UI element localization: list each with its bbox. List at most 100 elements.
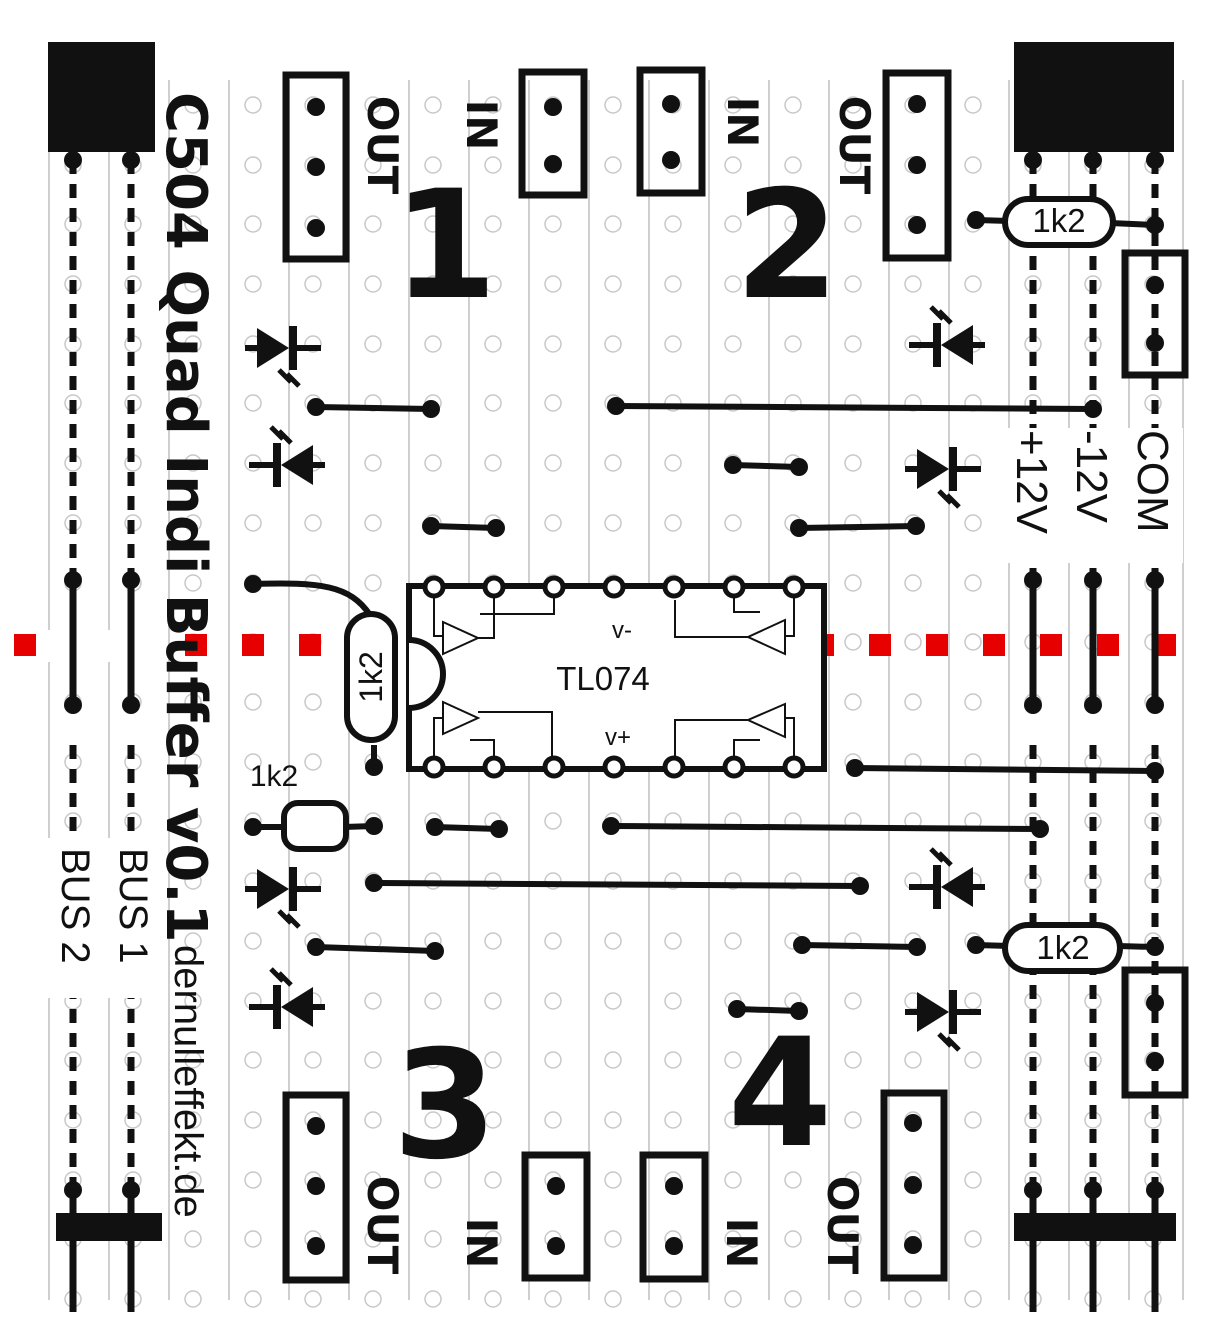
hole — [424, 1290, 442, 1308]
hole — [604, 992, 622, 1010]
hole — [664, 1290, 682, 1308]
hole — [544, 992, 562, 1010]
hole — [424, 335, 442, 353]
hole — [244, 932, 262, 950]
opamp-symbols — [433, 596, 795, 758]
hole — [304, 693, 322, 711]
hole — [364, 1051, 382, 1069]
bus-wires — [69, 160, 135, 1190]
wire-jumpers — [252, 403, 1156, 1014]
hole — [664, 335, 682, 353]
hole — [724, 156, 742, 174]
hole — [364, 96, 382, 114]
hole — [304, 753, 322, 771]
hole — [484, 335, 502, 353]
hole — [364, 275, 382, 293]
hole — [604, 96, 622, 114]
hole — [604, 1171, 622, 1189]
hole — [364, 514, 382, 532]
hole — [484, 932, 502, 950]
hole — [184, 1051, 202, 1069]
resistor-top-right: 1k2 — [975, 196, 1156, 248]
hole — [424, 1111, 442, 1129]
resistor-label: 1k2 — [1032, 202, 1085, 239]
hole — [784, 156, 802, 174]
hole — [364, 574, 382, 592]
hole — [604, 454, 622, 472]
hole — [724, 1111, 742, 1129]
hole — [964, 633, 982, 651]
hole — [664, 992, 682, 1010]
hole — [604, 275, 622, 293]
jack-in-label: IN — [457, 100, 506, 151]
led-icon — [249, 425, 325, 487]
hole — [784, 215, 802, 233]
hole — [724, 1051, 742, 1069]
hole — [304, 335, 322, 353]
hole — [424, 1171, 442, 1189]
jack-connectors — [282, 66, 1189, 1284]
hole — [904, 1051, 922, 1069]
hole — [784, 275, 802, 293]
hole — [544, 215, 562, 233]
jack-out-label: OUT — [358, 96, 407, 195]
channel-number-2: 2 — [735, 159, 839, 333]
hole — [484, 1171, 502, 1189]
jumper-ends — [244, 211, 1164, 1020]
hole — [244, 1111, 262, 1129]
hole — [844, 1171, 862, 1189]
power-wires — [1029, 160, 1159, 1190]
bus-label-2: BUS 2 — [53, 848, 97, 964]
hole — [484, 394, 502, 412]
hole — [724, 275, 742, 293]
hole — [784, 96, 802, 114]
hole — [184, 872, 202, 890]
hole — [724, 215, 742, 233]
hole — [544, 275, 562, 293]
hole — [844, 633, 862, 651]
hole — [844, 215, 862, 233]
led-icon — [249, 967, 325, 1029]
hole — [844, 574, 862, 592]
hole — [844, 514, 862, 532]
channel-number-1: 1 — [393, 159, 497, 333]
hole — [364, 454, 382, 472]
hole — [904, 394, 922, 412]
hole — [364, 335, 382, 353]
channel-number-3: 3 — [393, 1019, 497, 1193]
hole — [484, 156, 502, 174]
hole — [244, 215, 262, 233]
jack-out-label: OUT — [830, 96, 879, 195]
hole — [424, 275, 442, 293]
hole — [364, 1171, 382, 1189]
jack-out-label: OUT — [818, 1176, 867, 1275]
hole — [184, 215, 202, 233]
hole — [484, 1111, 502, 1129]
hole — [244, 514, 262, 532]
hole — [784, 1290, 802, 1308]
hole — [724, 932, 742, 950]
hole — [844, 275, 862, 293]
hole — [724, 335, 742, 353]
hole — [604, 335, 622, 353]
hole — [544, 1051, 562, 1069]
hole — [784, 1051, 802, 1069]
hole — [844, 394, 862, 412]
power-label-plus12: +12V — [1007, 430, 1056, 535]
hole — [604, 932, 622, 950]
cut-label-mask — [38, 630, 163, 662]
website-label: dernulleffekt.de — [166, 945, 210, 1218]
hole — [664, 872, 682, 890]
resistor-label: 1k2 — [250, 760, 298, 793]
hole — [604, 514, 622, 532]
hole — [184, 1290, 202, 1308]
power-header-top — [1014, 42, 1174, 152]
hole — [844, 1230, 862, 1248]
hole — [664, 275, 682, 293]
hole — [184, 96, 202, 114]
hole — [364, 394, 382, 412]
led-icon — [245, 867, 321, 929]
led-icon — [245, 326, 321, 388]
hole — [724, 872, 742, 890]
hole — [964, 156, 982, 174]
